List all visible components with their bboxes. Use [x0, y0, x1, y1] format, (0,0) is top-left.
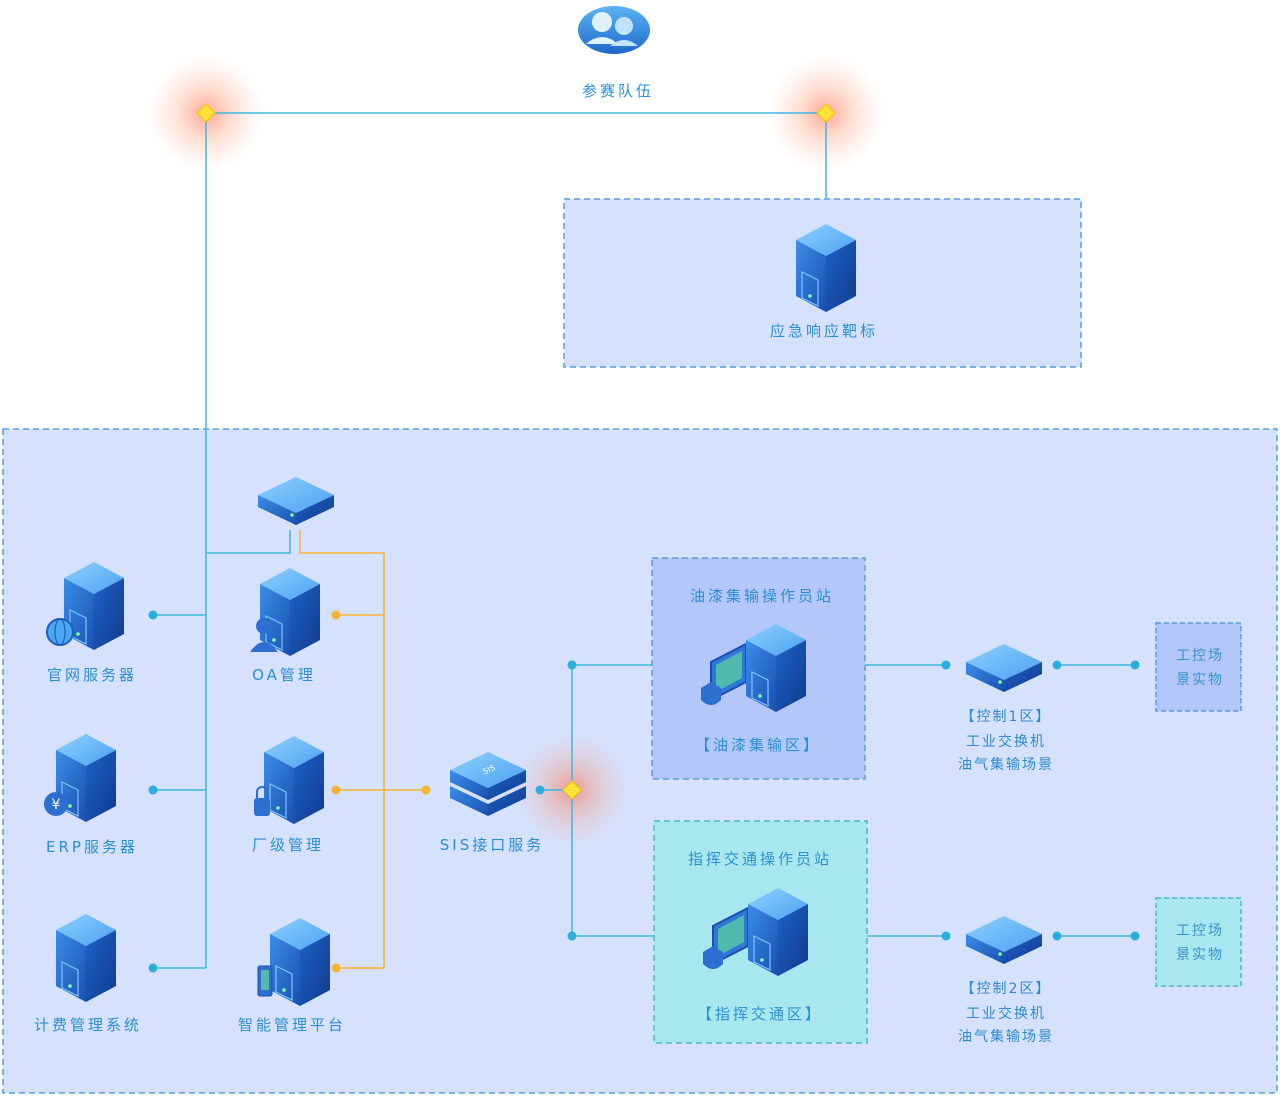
users-cloud-icon[interactable] [578, 6, 650, 54]
station-1-title: 油漆集输操作员站 [689, 587, 835, 605]
web-server-label: 官网服务器 [46, 666, 138, 684]
globe-server-icon[interactable] [46, 561, 125, 651]
field-object-1-line1: 工控场 [1176, 648, 1224, 664]
emergency-target-label: 应急响应靶标 [769, 322, 879, 340]
control-1-zone: 【控制1区】 [960, 709, 1052, 725]
smart-platform-server-icon[interactable] [257, 917, 331, 1007]
main-network-region [2, 428, 1278, 1094]
field-object-2-box [1155, 897, 1242, 987]
station-2-title: 指挥交通操作员站 [687, 850, 833, 868]
control-1-line1: 工业交换机 [966, 734, 1046, 750]
station-1-zone: 【油漆集输区】 [694, 736, 822, 754]
field-object-1-line2: 景实物 [1176, 672, 1224, 688]
svg-text:¥: ¥ [52, 797, 61, 813]
oa-server-icon[interactable] [250, 567, 321, 657]
field-object-2-line1: 工控场 [1176, 923, 1224, 939]
control-2-line1: 工业交换机 [966, 1006, 1046, 1022]
smart-platform-label: 智能管理平台 [237, 1016, 347, 1034]
billing-server-icon[interactable] [55, 913, 117, 1003]
billing-system-label: 计费管理系统 [33, 1016, 143, 1034]
control-1-line2: 油气集输场景 [958, 757, 1054, 773]
sis-server-icon[interactable]: SIS [450, 752, 526, 816]
sis-label: SIS接口服务 [439, 836, 545, 854]
blue-connections [153, 112, 1135, 969]
junction-diamonds [196, 103, 836, 800]
orange-connections [299, 530, 426, 969]
control-2-zone: 【控制2区】 [960, 981, 1052, 997]
team-label: 参赛队伍 [581, 82, 655, 100]
yuan-server-icon[interactable]: ¥ [44, 733, 117, 823]
emergency-server-icon[interactable] [795, 223, 857, 313]
oa-label: OA管理 [252, 666, 316, 684]
control-2-line2: 油气集输场景 [958, 1029, 1054, 1045]
erp-server-label: ERP服务器 [46, 838, 138, 856]
factory-server-icon[interactable] [254, 735, 325, 825]
station-2-zone: 【指挥交通区】 [696, 1005, 824, 1023]
field-object-1-box [1155, 622, 1242, 712]
field-object-2-line2: 景实物 [1176, 947, 1224, 963]
factory-label: 厂级管理 [251, 836, 325, 854]
